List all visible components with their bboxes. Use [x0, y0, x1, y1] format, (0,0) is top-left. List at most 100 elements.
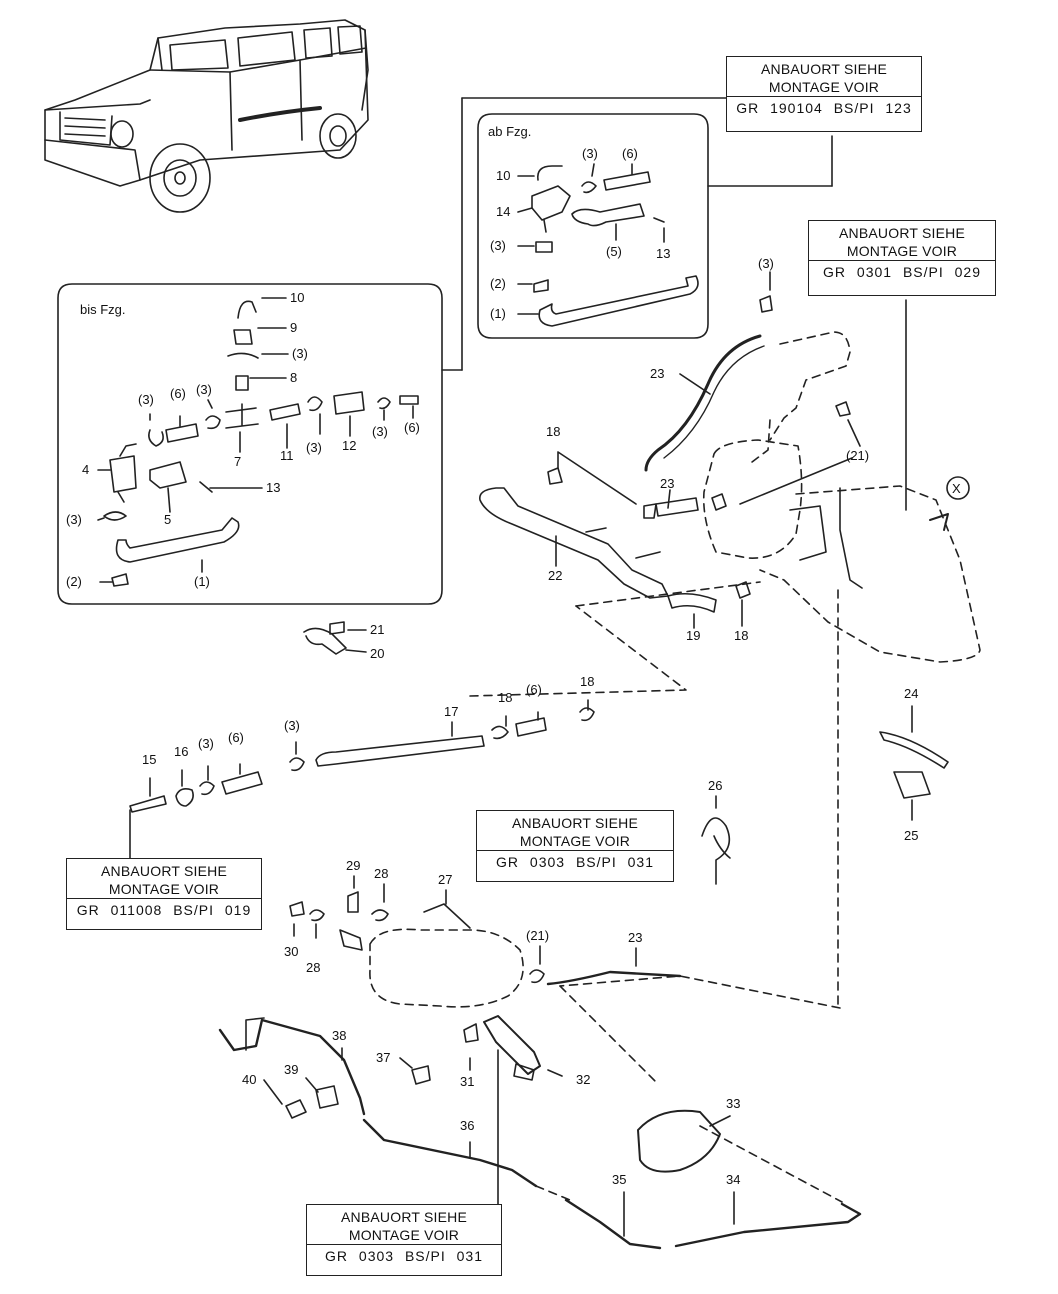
callout: 17: [444, 704, 458, 719]
callout: (6): [170, 386, 186, 401]
callout: 39: [284, 1062, 298, 1077]
reference-code: GR 0303 BS/PI 031: [307, 1244, 501, 1267]
callout: 32: [576, 1072, 590, 1087]
callout: 18: [734, 628, 748, 643]
callout: 20: [370, 646, 384, 661]
callouts-top: (3) (6) 10 14 (3) (5) 13 (2) (1): [490, 146, 670, 321]
callout: 18: [546, 424, 560, 439]
callout: (6): [622, 146, 638, 161]
reference-line1: ANBAUORT SIEHE: [101, 863, 227, 879]
callout: 37: [376, 1050, 390, 1065]
callout: 13: [656, 246, 670, 261]
callout: 28: [306, 960, 320, 975]
callout: 21: [370, 622, 384, 637]
callout: 40: [242, 1072, 256, 1087]
callout: (1): [194, 574, 210, 589]
callout: X: [952, 481, 961, 496]
reference-code: GR 0301 BS/PI 029: [809, 260, 995, 283]
callout: 11: [280, 448, 294, 463]
reference-line1: ANBAUORT SIEHE: [341, 1209, 467, 1225]
callout: (3): [372, 424, 388, 439]
callout: 26: [708, 778, 722, 793]
fuel-tank-area: [469, 271, 981, 1009]
callout: (6): [228, 730, 244, 745]
callout: (3): [758, 256, 774, 271]
callouts-mid: 21 20 17 18 (6) 18 15 16 (3) (6) (3) 24 …: [142, 622, 918, 843]
callout: 18: [498, 690, 512, 705]
callout: (5): [606, 244, 622, 259]
reference-box: ANBAUORT SIEHE MONTAGE VOIR GR 0303 BS/P…: [476, 810, 674, 882]
reference-code: GR 011008 BS/PI 019: [67, 898, 261, 921]
reference-box: ANBAUORT SIEHE MONTAGE VOIR GR 011008 BS…: [66, 858, 262, 930]
callout: (3): [292, 346, 308, 361]
callout: 10: [290, 290, 304, 305]
callout: 24: [904, 686, 918, 701]
callout: 10: [496, 168, 510, 183]
reference-line1: ANBAUORT SIEHE: [839, 225, 965, 241]
callout: 22: [548, 568, 562, 583]
callout: (21): [526, 928, 549, 943]
callout: 18: [580, 674, 594, 689]
inset-ab-frame: [477, 113, 833, 339]
callout: 30: [284, 944, 298, 959]
reference-line2: MONTAGE VOIR: [108, 881, 220, 897]
callout: 19: [686, 628, 700, 643]
callout: 5: [164, 512, 171, 527]
callout: 27: [438, 872, 452, 887]
callouts-left: 10 9 (3) 8 (3) (6) (3) (3) (3) (6) 4 7 1…: [66, 290, 420, 589]
callout: (3): [196, 382, 212, 397]
reference-box: ANBAUORT SIEHE MONTAGE VOIR GR 0303 BS/P…: [306, 1204, 502, 1276]
reference-line1: ANBAUORT SIEHE: [512, 815, 638, 831]
callout: (2): [490, 276, 506, 291]
callout: 23: [650, 366, 664, 381]
reference-line1: ANBAUORT SIEHE: [761, 61, 887, 77]
callout: 12: [342, 438, 356, 453]
callout: (3): [198, 736, 214, 751]
callout: (6): [526, 682, 542, 697]
inset-bis-label: bis Fzg.: [80, 302, 126, 317]
callout: (3): [66, 512, 82, 527]
inset-bis-frame: [57, 97, 727, 605]
callout: 8: [290, 370, 297, 385]
inset-ab-parts: [517, 163, 699, 327]
mid-parts: [129, 621, 949, 885]
vehicle-illustration: [44, 19, 369, 213]
callout: 36: [460, 1118, 474, 1133]
callouts-bottom: 29 28 27 30 28 (21) 23 38 37 31 32 40 39…: [242, 858, 740, 1187]
callout: (2): [66, 574, 82, 589]
callout: 7: [234, 454, 241, 469]
callout: 38: [332, 1028, 346, 1043]
bottom-parts: [218, 875, 862, 1250]
reference-line2: MONTAGE VOIR: [768, 79, 880, 95]
callout: 9: [290, 320, 297, 335]
callout: 4: [82, 462, 89, 477]
reference-line2: MONTAGE VOIR: [846, 243, 958, 259]
callout: 16: [174, 744, 188, 759]
callout: (3): [138, 392, 154, 407]
callout: (21): [846, 448, 869, 463]
reference-code: GR 190104 BS/PI 123: [727, 96, 921, 119]
callout: 13: [266, 480, 280, 495]
callout: 23: [628, 930, 642, 945]
callout: 29: [346, 858, 360, 873]
callout: 25: [904, 828, 918, 843]
reference-box: ANBAUORT SIEHE MONTAGE VOIR GR 0301 BS/P…: [808, 220, 996, 296]
callouts-tank: (3) 23 18 23 (21) 22 19 18 X: [546, 256, 961, 643]
callout: 14: [496, 204, 510, 219]
reference-line2: MONTAGE VOIR: [519, 833, 631, 849]
callout: (1): [490, 306, 506, 321]
callout: (3): [284, 718, 300, 733]
inset-ab-label: ab Fzg.: [488, 124, 532, 139]
callout: (6): [404, 420, 420, 435]
callout: 28: [374, 866, 388, 881]
callout: (3): [490, 238, 506, 253]
callout: 35: [612, 1172, 626, 1187]
callout: 34: [726, 1172, 740, 1187]
callout: (3): [306, 440, 322, 455]
callout: 23: [660, 476, 674, 491]
callout: (3): [582, 146, 598, 161]
reference-code: GR 0303 BS/PI 031: [477, 850, 673, 873]
inset-bis-parts: [97, 297, 419, 587]
callout: 31: [460, 1074, 474, 1089]
